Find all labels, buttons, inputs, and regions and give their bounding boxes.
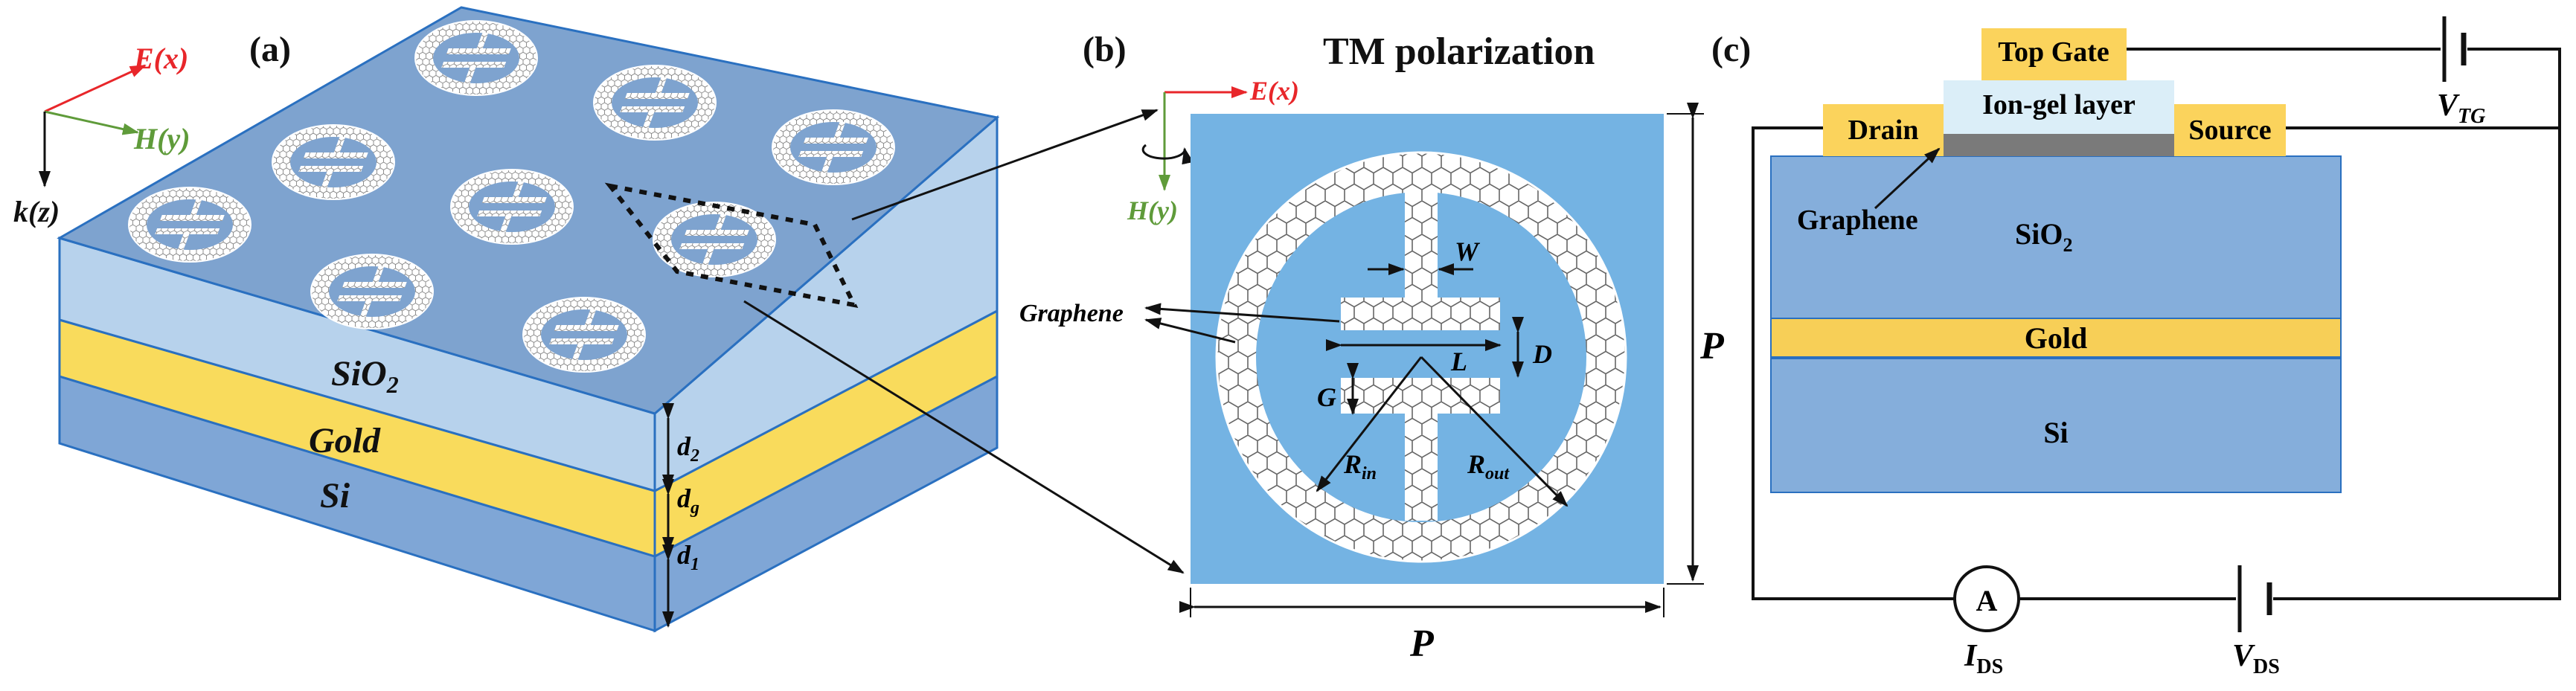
i-ds-label: IDS bbox=[1964, 639, 2003, 678]
dim-rout bbox=[1420, 356, 1569, 507]
rotation-arrow bbox=[1141, 144, 1194, 165]
dim-rin-label: Rin bbox=[1343, 449, 1377, 483]
c-sio2-layer bbox=[1770, 155, 2342, 319]
ion-gel-label: Ion-gel layer bbox=[1982, 89, 2136, 120]
graphene-pointer-2 bbox=[1144, 318, 1236, 344]
stub-bottom bbox=[1405, 411, 1438, 521]
panel-a-label: (a) bbox=[249, 30, 291, 69]
axis-e-arrow bbox=[44, 64, 147, 113]
dim-dg-label: dg bbox=[677, 483, 699, 518]
c-gold-label: Gold bbox=[2025, 321, 2087, 355]
axis-e-label-b: E(x) bbox=[1249, 76, 1299, 106]
dim-l-label: L bbox=[1450, 347, 1467, 376]
dim-p-bottom-label: P bbox=[1409, 623, 1435, 665]
dim-d2-label: d2 bbox=[677, 431, 699, 466]
axis-h-label: H(y) bbox=[133, 122, 190, 155]
layer-sio2-label: SiO2 bbox=[331, 354, 399, 398]
v-ds-label: VDS bbox=[2232, 639, 2280, 678]
source-label: Source bbox=[2188, 115, 2271, 146]
panel-b: (b) TM polarization E(x) H(y) Graphene W… bbox=[1019, 30, 1725, 665]
dim-rout-label: Rout bbox=[1467, 449, 1510, 483]
graphene-layer bbox=[1944, 134, 2174, 156]
wire-top-right bbox=[2273, 48, 2561, 600]
c-sio2-label: SiO2 bbox=[2015, 217, 2072, 256]
source-contact bbox=[2174, 104, 2286, 156]
wire-drain bbox=[1752, 126, 1955, 600]
panel-b-title: TM polarization bbox=[1323, 30, 1595, 73]
axis-k-label: k(z) bbox=[13, 195, 60, 228]
zoom-line-bottom bbox=[743, 300, 1185, 574]
axis-h-label-b: H(y) bbox=[1127, 196, 1178, 225]
drain-contact bbox=[1823, 104, 1944, 156]
c-gold-layer bbox=[1770, 318, 2342, 358]
selected-unit-box bbox=[604, 182, 859, 309]
layer-gold-label: Gold bbox=[309, 421, 381, 460]
graphene-pointer-c bbox=[1874, 147, 1941, 210]
graphene-label-b: Graphene bbox=[1019, 300, 1124, 327]
graphene-label-c: Graphene bbox=[1797, 205, 1918, 236]
bar-bottom bbox=[1341, 378, 1500, 414]
dim-d-label: D bbox=[1532, 339, 1552, 369]
dim-g-label: G bbox=[1317, 382, 1336, 412]
dim-p-right-label: P bbox=[1699, 325, 1725, 367]
top-gate-label: Top Gate bbox=[1998, 36, 2109, 68]
v-tg-label: VTG bbox=[2437, 89, 2485, 128]
ammeter-label: A bbox=[1976, 584, 1998, 617]
dim-rin bbox=[1316, 356, 1423, 492]
bar-top bbox=[1341, 298, 1500, 330]
axis-e-label: E(x) bbox=[133, 42, 188, 75]
axis-h-arrow bbox=[44, 110, 139, 135]
drain-label: Drain bbox=[1848, 115, 1919, 146]
dim-d1-label: d1 bbox=[677, 540, 699, 574]
zoom-line-top bbox=[851, 109, 1159, 221]
stub-top bbox=[1405, 192, 1438, 300]
dim-w-label: W bbox=[1455, 237, 1481, 266]
c-si-label: Si bbox=[2043, 416, 2068, 449]
panel-c-label: (c) bbox=[1711, 30, 1751, 69]
panel-b-label: (b) bbox=[1083, 30, 1127, 69]
top-gate-contact bbox=[1981, 28, 2127, 80]
panel-c: (c) A Top Gate Ion-gel layer Drain Sourc… bbox=[1711, 16, 2561, 678]
graphene-pointer-1 bbox=[1144, 303, 1340, 323]
ammeter bbox=[1953, 565, 2020, 632]
ion-gel-layer bbox=[1944, 80, 2174, 134]
c-si-layer bbox=[1770, 358, 2342, 493]
panel-a: E(x) H(y) k(z) (a) SiO2 Gold Si d2 dg d1 bbox=[13, 6, 1185, 633]
layer-si-label: Si bbox=[320, 476, 350, 515]
